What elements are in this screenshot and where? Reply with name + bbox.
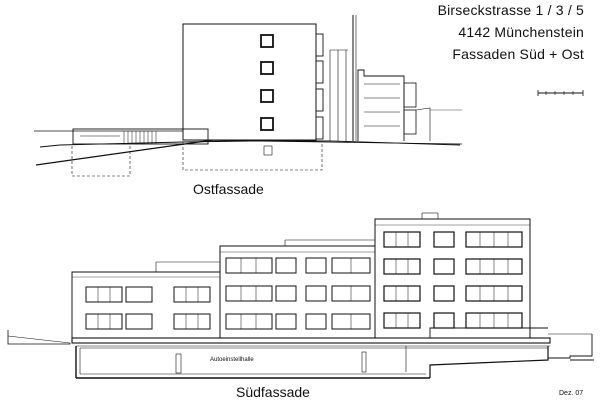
- south-facade-label: Südfassade: [236, 384, 310, 400]
- ramp-exit: [548, 334, 593, 359]
- east-facade-elevation: [34, 15, 463, 177]
- east-main-block: [182, 23, 317, 141]
- garage-column: [361, 351, 367, 373]
- east-window: [260, 61, 274, 75]
- east-window: [260, 89, 274, 103]
- east-rear-building: [357, 69, 462, 141]
- east-basement-left: [71, 146, 131, 177]
- east-base-line: [182, 139, 463, 145]
- garage-ramp: [429, 346, 549, 378]
- drawing-title: Fassaden Süd + Ost: [452, 46, 584, 62]
- garage-label: Autoeinstellhalle: [210, 357, 254, 363]
- east-garage-wing: [72, 128, 209, 145]
- south-windows-3: [383, 231, 523, 329]
- east-stair-hatch: [123, 131, 157, 144]
- south-windows-1: [85, 286, 211, 330]
- east-entry-detail: [263, 145, 273, 156]
- south-building-3: [374, 218, 531, 339]
- project-location: 4142 Münchenstein: [458, 24, 584, 40]
- south-terrain-left: [7, 330, 71, 345]
- south-windows-2: [225, 257, 371, 330]
- south-facade-elevation: [7, 212, 594, 379]
- east-window: [260, 117, 274, 131]
- east-facade-label: Ostfassade: [193, 181, 264, 197]
- south-slope-left: [7, 335, 71, 344]
- project-address: Birseckstrasse 1 / 3 / 5: [437, 2, 584, 18]
- east-window: [260, 34, 274, 48]
- garage-slab: [71, 337, 551, 344]
- south-retaining-wall: [429, 327, 548, 338]
- east-terrain-line: [39, 140, 461, 148]
- garage-door: [175, 353, 182, 374]
- east-windows: [260, 34, 274, 131]
- east-balconies: [315, 33, 324, 140]
- scale-bar: [537, 90, 584, 96]
- garage-structure: [71, 327, 594, 379]
- south-building-2: [219, 245, 376, 339]
- date-label: Dez. 07: [559, 390, 584, 397]
- east-basement-main: [182, 142, 323, 171]
